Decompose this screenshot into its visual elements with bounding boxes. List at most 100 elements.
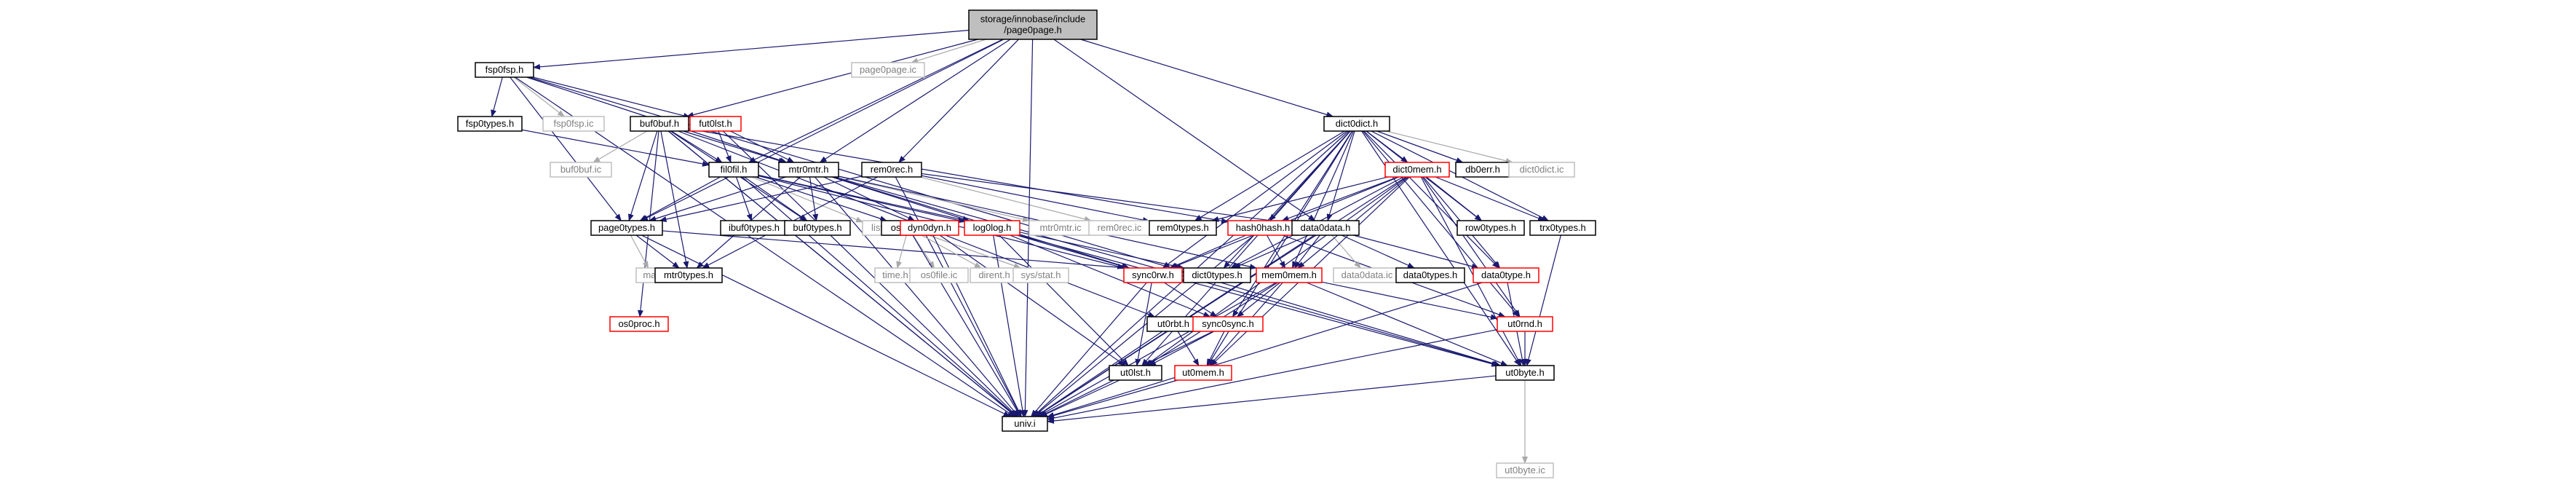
node-label: log0log.h [973, 222, 1012, 233]
edge-fut0lst-h-to-univ-i [722, 130, 1018, 417]
node-box [1192, 316, 1264, 332]
node-label: dict0mem.h [1392, 164, 1441, 175]
node-rem0rec-h[interactable]: rem0rec.h [861, 162, 922, 178]
edge-page0page-h-to-data0data-h [1053, 39, 1316, 221]
node-page0page-h[interactable]: storage/innobase/include/page0page.h [968, 9, 1098, 40]
edge-fil0fil-h-to-page0types-h [639, 176, 721, 221]
edge-data0data-h-to-data0type-h [1352, 234, 1479, 269]
node-box [590, 220, 663, 236]
node-label: dict0types.h [1192, 269, 1242, 280]
node-trx0types-h[interactable]: trx0types.h [1529, 220, 1596, 236]
node-box [1291, 220, 1360, 236]
edge-fsp0fsp-h-to-fsp0fsp-ic [513, 76, 565, 117]
edge-os0file-h-to-time-h [896, 234, 907, 269]
node-label: buf0buf.h [640, 118, 679, 129]
node-ut0byte-h[interactable]: ut0byte.h [1495, 365, 1555, 381]
edge-fut0lst-h-to-mtr0mtr-h [730, 130, 795, 163]
node-label: dict0dict.ic [1520, 164, 1564, 175]
node-box [475, 62, 534, 78]
edge-fil0fil-h-to-os0file-h [755, 176, 887, 221]
edge-dict0mem-h-to-univ-i [1035, 176, 1406, 417]
node-box [1256, 267, 1323, 283]
edge-fut0lst-h-to-fil0fil-h [718, 130, 732, 163]
edge-dict0dict-h-to-ut0byte-h [1361, 130, 1521, 366]
node-fil0fil-h[interactable]: fil0fil.h [708, 162, 759, 178]
edge-mtr0mtr-h-to-dyn0dyn-h [823, 176, 916, 221]
node-rem0types-h[interactable]: rem0types.h [1149, 220, 1217, 236]
edge-page0page-h-to-fil0fil-h [748, 39, 1003, 163]
edge-page0page-h-to-buf0buf-h [686, 39, 978, 118]
node-dyn0dyn-h[interactable]: dyn0dyn.h [900, 220, 959, 236]
node-label: mtr0mtr.h [789, 164, 829, 175]
node-label: trx0types.h [1539, 222, 1586, 233]
edge-sync0sync-h-to-ut0mem-h [1206, 331, 1225, 366]
node-label: ut0lst.h [1120, 367, 1151, 378]
node-ut0rnd-h[interactable]: ut0rnd.h [1497, 316, 1553, 332]
edge-dict0mem-h-to-rem0types-h [1211, 176, 1388, 222]
node-data0types-h[interactable]: data0types.h [1395, 267, 1465, 283]
node-data0data-ic: data0data.ic [1333, 267, 1401, 283]
node-mtr0types-h[interactable]: mtr0types.h [654, 267, 723, 283]
node-sync0rw-h[interactable]: sync0rw.h [1123, 267, 1183, 283]
node-ut0byte-ic: ut0byte.ic [1496, 462, 1554, 478]
edge-page0page-h-to-dict0dict-h [1080, 39, 1334, 118]
node-label: sync0rw.h [1132, 269, 1174, 280]
node-os0proc-h[interactable]: os0proc.h [609, 316, 669, 332]
edge-buf0buf-h-to-buf0buf-ic [593, 130, 648, 163]
node-db0err-h[interactable]: db0err.h [1455, 162, 1510, 178]
node-data0data-h[interactable]: data0data.h [1291, 220, 1360, 236]
node-os0file-ic: os0file.ic [909, 267, 969, 283]
node-ut0mem-h[interactable]: ut0mem.h [1174, 365, 1232, 381]
edge-dict0dict-h-to-data0type-h [1363, 130, 1499, 269]
node-buf0types-h[interactable]: buf0types.h [784, 220, 851, 236]
node-label: data0data.h [1301, 222, 1351, 233]
node-dict0types-h[interactable]: dict0types.h [1183, 267, 1251, 283]
node-label: sync0sync.h [1202, 318, 1254, 329]
node-ut0lst-h[interactable]: ut0lst.h [1109, 365, 1162, 381]
edge-buf0buf-h-to-mtr0types-h [660, 130, 689, 269]
node-fsp0types-h[interactable]: fsp0types.h [457, 116, 523, 132]
node-buf0buf-h[interactable]: buf0buf.h [630, 116, 689, 132]
edge-fil0fil-h-to-ibuf0types-h [735, 176, 753, 221]
edge-dyn0dyn-h-to-ut0lst-h [939, 234, 1126, 366]
edge-dict0dict-h-to-dict0types-h [1223, 130, 1351, 269]
node-label: fil0fil.h [721, 164, 748, 175]
node-fsp0fsp-h[interactable]: fsp0fsp.h [475, 62, 534, 78]
node-box [1109, 365, 1162, 381]
node-hash0hash-h[interactable]: hash0hash.h [1227, 220, 1299, 236]
node-dirent-h: dirent.h [970, 267, 1019, 283]
edge-ut0rbt-h-to-ut0mem-h [1177, 331, 1200, 366]
node-ibuf0types-h[interactable]: ibuf0types.h [720, 220, 788, 236]
node-log0log-h[interactable]: log0log.h [964, 220, 1021, 236]
node-row0types-h[interactable]: row0types.h [1457, 220, 1525, 236]
edge-os0file-h-to-sys-stat-h [928, 234, 1021, 269]
node-box [1457, 220, 1525, 236]
edge-dict0dict-h-to-ut0lst-h [1141, 130, 1351, 366]
edge-dict0dict-h-to-ut0mem-h [1207, 130, 1353, 366]
edge-log0log-h-to-ut0lst-h [999, 234, 1129, 366]
edge-ut0mem-h-to-univ-i [1047, 379, 1178, 419]
node-ut0rbt-h[interactable]: ut0rbt.h [1146, 316, 1200, 332]
node-box [1529, 220, 1596, 236]
node-label: fsp0types.h [466, 118, 515, 129]
node-sync0sync-h[interactable]: sync0sync.h [1192, 316, 1264, 332]
node-page0types-h[interactable]: page0types.h [590, 220, 663, 236]
node-fut0lst-h[interactable]: fut0lst.h [689, 116, 742, 132]
node-mem0mem-h[interactable]: mem0mem.h [1256, 267, 1323, 283]
node-rem0rec-ic: rem0rec.ic [1088, 220, 1151, 236]
node-dict0dict-h[interactable]: dict0dict.h [1323, 116, 1390, 132]
node-univ-i[interactable]: univ.i [1002, 416, 1048, 432]
node-label: os0proc.h [618, 318, 659, 329]
edge-page0types-h-to-univ-i [641, 234, 1011, 417]
node-label: page0types.h [598, 222, 655, 233]
edge-rem0rec-h-to-data0data-h [921, 173, 1293, 226]
edge-data0data-h-to-data0data-ic [1331, 234, 1361, 269]
node-label: ut0rbt.h [1157, 318, 1189, 329]
node-box [1508, 162, 1575, 178]
edge-dict0dict-h-to-rem0types-h [1194, 130, 1345, 221]
node-mtr0mtr-h[interactable]: mtr0mtr.h [778, 162, 839, 178]
node-data0type-h[interactable]: data0type.h [1473, 267, 1539, 283]
node-label: storage/innobase/include [980, 14, 1086, 25]
edge-fil0fil-h-to-list [751, 176, 863, 223]
node-dict0mem-h[interactable]: dict0mem.h [1384, 162, 1450, 178]
